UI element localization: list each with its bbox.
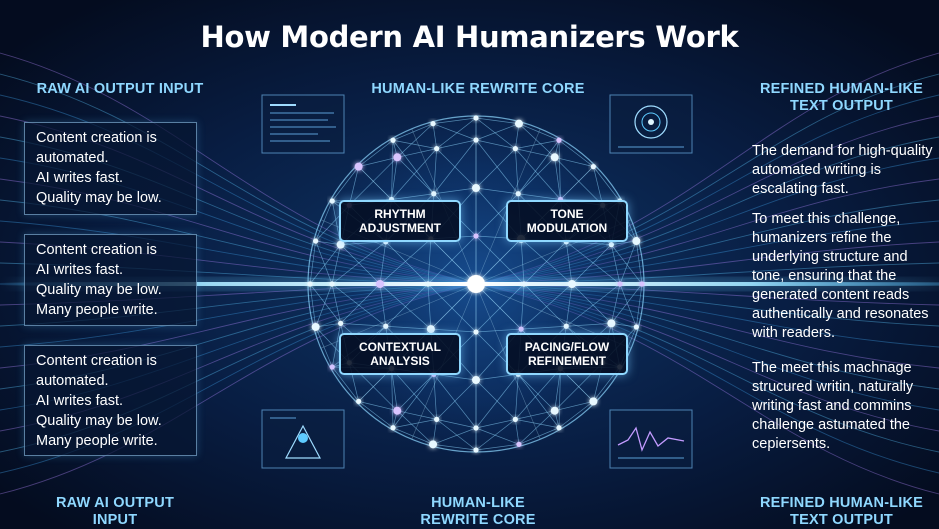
label-rewrite-core-top: HUMAN-LIKE REWRITE CORE	[368, 81, 588, 98]
module-label-line-2: MODULATION	[526, 221, 608, 235]
output-line: cepiersents.	[752, 436, 831, 452]
input-line: Many people write.	[36, 302, 158, 318]
hud-panel-bottom-left	[261, 409, 345, 469]
output-paragraph-2: To meet this challenge, humanizers refin…	[752, 210, 939, 343]
output-paragraph-3: The meet this machnage strucured writin,…	[752, 359, 939, 454]
label-text: RAW AI OUTPUT INPUT	[36, 81, 204, 97]
label-line-2: TEXT OUTPUT	[790, 98, 893, 114]
output-line: tone, ensuring that the	[752, 268, 897, 284]
module-label-line-1: PACING/FLOW	[524, 340, 610, 354]
output-line: with readers.	[752, 325, 836, 341]
input-line: Quality may be low.	[36, 190, 162, 206]
label-line-1: REFINED HUMAN-LIKE	[759, 81, 924, 97]
module-label-line-2: ADJUSTMENT	[358, 221, 441, 235]
raw-input-box-3: Content creation is automated. AI writes…	[24, 345, 197, 456]
output-line: underlying structure and	[752, 249, 908, 265]
output-line: escalating fast.	[752, 181, 849, 197]
module-contextual-analysis: CONTEXTUAL ANALYSIS	[339, 333, 461, 375]
output-line: The demand for high-quality	[752, 143, 933, 159]
page-title: How Modern AI Humanizers Work	[200, 20, 739, 54]
input-line: Quality may be low.	[36, 282, 162, 298]
input-line: Content creation is	[36, 353, 157, 369]
raw-input-box-2: Content creation is AI writes fast. Qual…	[24, 234, 197, 326]
module-label-line-1: RHYTHM	[374, 207, 426, 221]
module-pacing-flow-refinement: PACING/FLOW REFINEMENT	[506, 333, 628, 375]
label-line-1: REFINED HUMAN-LIKE	[759, 495, 924, 511]
label-refined-output-top: REFINED HUMAN-LIKE TEXT OUTPUT	[744, 81, 939, 115]
raw-input-box-1: Content creation is automated. AI writes…	[24, 122, 197, 215]
label-line-1: HUMAN-LIKE	[431, 495, 525, 511]
hud-panel-top-right	[609, 94, 693, 154]
hud-panel-bottom-right	[609, 409, 693, 469]
output-line: To meet this challenge,	[752, 211, 901, 227]
input-line: AI writes fast.	[36, 170, 124, 186]
input-line: Many people write.	[36, 433, 158, 449]
label-line-2: INPUT	[92, 512, 138, 528]
module-tone-modulation: TONE MODULATION	[506, 200, 628, 242]
input-line: AI writes fast.	[36, 393, 124, 409]
label-refined-output-bottom: REFINED HUMAN-LIKE TEXT OUTPUT	[744, 495, 939, 529]
label-raw-input-bottom: RAW AI OUTPUT INPUT	[20, 495, 210, 529]
output-line: The meet this machnage	[752, 360, 912, 376]
module-label-line-1: TONE	[550, 207, 584, 221]
label-line-1: RAW AI OUTPUT	[55, 495, 175, 511]
output-line: strucured writin, naturally	[752, 379, 914, 395]
label-raw-input-top: RAW AI OUTPUT INPUT	[20, 81, 220, 98]
output-line: authentically and resonates	[752, 306, 929, 322]
label-rewrite-core-bottom: HUMAN-LIKE REWRITE CORE	[368, 495, 588, 529]
output-line: humanizers refine the	[752, 230, 892, 246]
module-label-line-1: CONTEXTUAL	[359, 340, 441, 354]
module-label-line-2: ANALYSIS	[370, 354, 430, 368]
label-line-2: TEXT OUTPUT	[790, 512, 893, 528]
input-line: automated.	[36, 373, 109, 389]
output-line: generated content reads	[752, 287, 910, 303]
input-line: AI writes fast.	[36, 262, 124, 278]
output-line: writing fast and commins	[752, 398, 912, 414]
output-paragraph-1: The demand for high-quality automated wr…	[752, 142, 939, 199]
input-line: Content creation is	[36, 130, 157, 146]
hud-panel-top-left	[261, 94, 345, 154]
module-label-line-2: REFINEMENT	[528, 354, 606, 368]
input-line: automated.	[36, 150, 109, 166]
input-line: Content creation is	[36, 242, 157, 258]
output-line: challenge astumated the	[752, 417, 910, 433]
module-rhythm-adjustment: RHYTHM ADJUSTMENT	[339, 200, 461, 242]
label-line-2: REWRITE CORE	[420, 512, 536, 528]
label-text: HUMAN-LIKE REWRITE CORE	[371, 81, 585, 97]
input-line: Quality may be low.	[36, 413, 162, 429]
output-line: automated writing is	[752, 162, 881, 178]
